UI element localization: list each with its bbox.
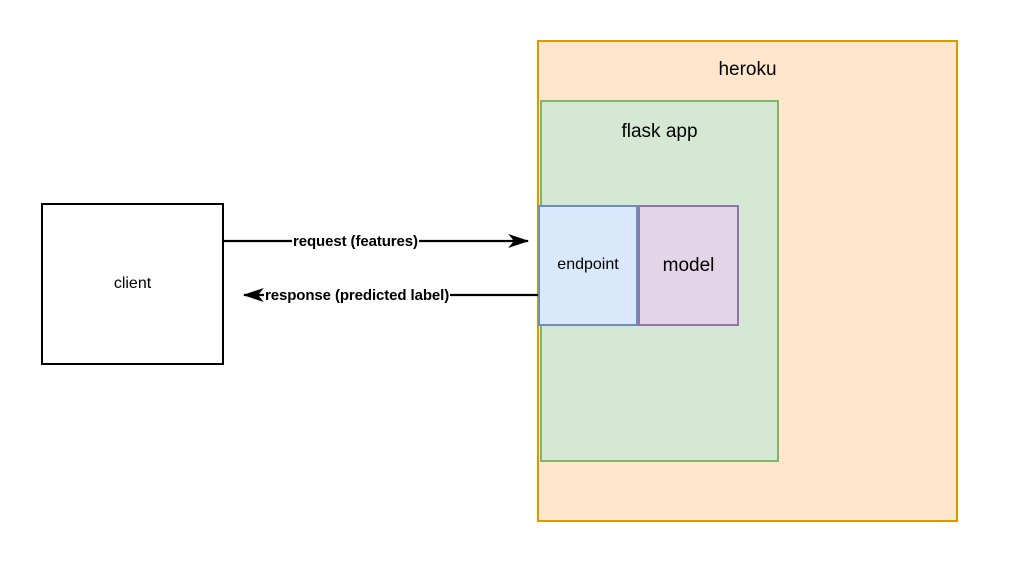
edge-label-request: request (features) xyxy=(292,233,419,250)
node-flask-app-label: flask app xyxy=(621,121,698,142)
node-client-label: client xyxy=(113,274,152,292)
node-model[interactable]: model xyxy=(638,205,739,326)
edge-label-response: response (predicted label) xyxy=(264,287,451,304)
node-client[interactable]: client xyxy=(41,203,224,365)
node-heroku-label: heroku xyxy=(718,59,777,80)
node-model-label: model xyxy=(662,254,715,276)
node-endpoint-label: endpoint xyxy=(557,256,619,274)
node-endpoint[interactable]: endpoint xyxy=(538,205,638,326)
